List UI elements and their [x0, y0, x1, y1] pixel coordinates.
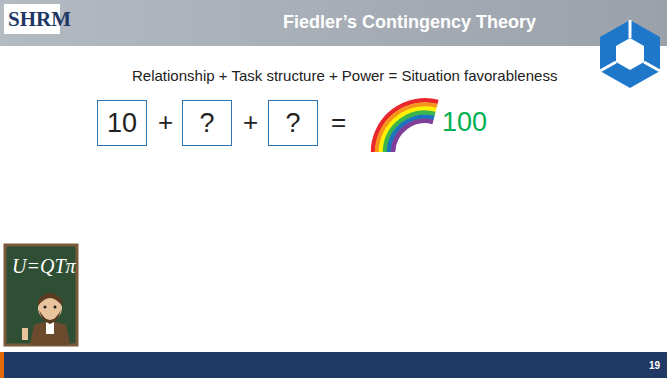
operator: + [158, 107, 173, 138]
hexagon-logo [600, 20, 660, 88]
slide-title: Fiedler’s Contingency Theory [283, 12, 536, 33]
rainbow [373, 100, 438, 152]
equation-text: Relationship + Task structure + Power = … [132, 67, 557, 84]
operator: = [331, 107, 346, 138]
box-value: 10 [107, 108, 137, 139]
teacher-illustration [5, 245, 77, 345]
logo-text: SHRM [8, 7, 71, 32]
footer-accent [0, 352, 4, 378]
slide-number: 19 [649, 360, 660, 371]
footer-bar [0, 352, 667, 378]
box-value: ? [199, 108, 214, 139]
title-band [0, 0, 667, 46]
result-number: 100 [442, 107, 487, 138]
value-box: ? [268, 100, 318, 146]
chalk-formula: U=QTπ [12, 255, 76, 278]
value-box: 10 [97, 100, 147, 146]
value-box: ? [182, 100, 232, 146]
operator: + [243, 107, 258, 138]
box-value: ? [285, 108, 300, 139]
